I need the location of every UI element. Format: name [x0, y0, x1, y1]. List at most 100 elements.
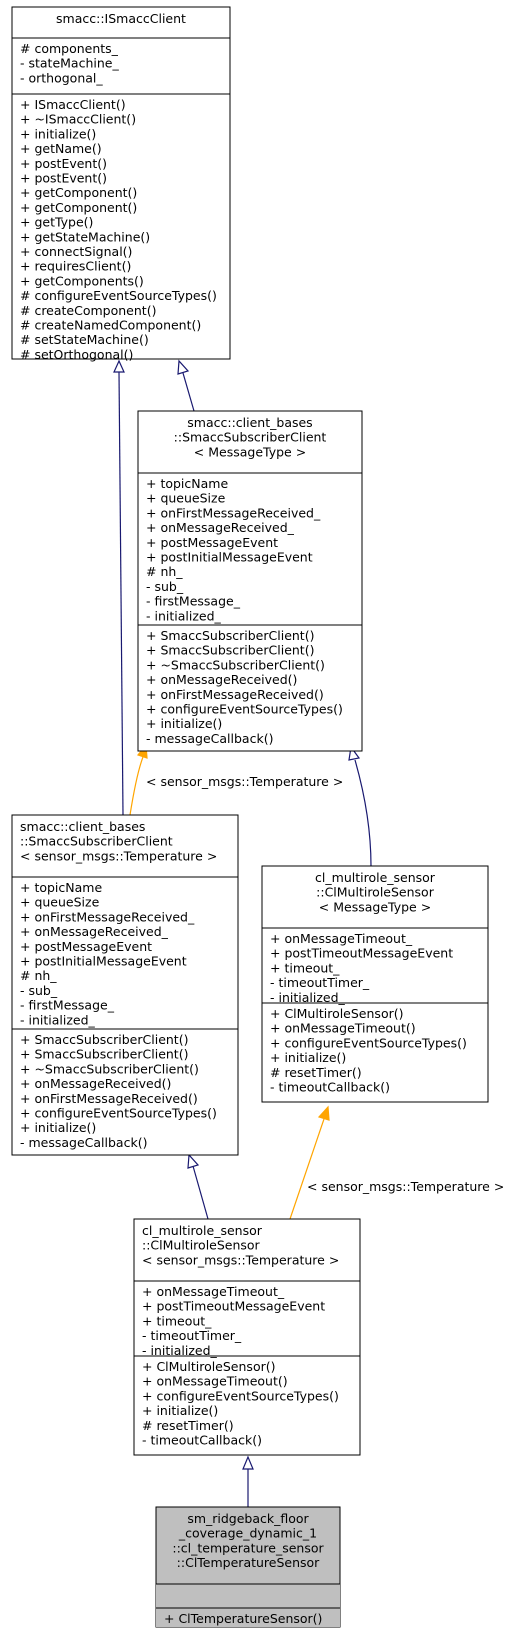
class-method: + SmaccSubscriberClient()	[20, 1032, 188, 1047]
class-method: + onMessageReceived()	[20, 1076, 171, 1091]
class-title-line: sm_ridgeback_floor	[187, 1511, 309, 1526]
class-title-line: ::cl_temperature_sensor	[172, 1540, 324, 1555]
class-method: + getComponent()	[20, 185, 137, 200]
class-title-line: < MessageType >	[194, 444, 306, 459]
inheritance-edge-multirole-temperature	[192, 1165, 209, 1220]
class-method: + onMessageTimeout()	[270, 1021, 416, 1036]
class-title-line: smacc::client_bases	[20, 819, 145, 834]
class-box-multirole-temperature[interactable]: cl_multirole_sensor::ClMultiroleSensor< …	[133, 1218, 361, 1456]
class-method: + postEvent()	[20, 171, 107, 186]
class-method: + SmaccSubscriberClient()	[146, 643, 314, 658]
class-box-ismacc-client[interactable]: smacc::ISmaccClient# components_- stateM…	[11, 6, 231, 362]
class-method: - messageCallback()	[20, 1135, 147, 1150]
class-title-line: cl_multirole_sensor	[142, 1223, 263, 1238]
class-method: # setStateMachine()	[20, 332, 149, 347]
class-attribute: + onMessageTimeout_	[270, 931, 413, 946]
inheritance-arrowhead-icon	[113, 359, 125, 373]
class-box-frame	[137, 410, 363, 752]
class-attribute: + onMessageTimeout_	[142, 1284, 285, 1299]
class-method: + onMessageTimeout()	[142, 1374, 288, 1389]
class-attribute: + timeout_	[142, 1313, 212, 1328]
class-method: + ~SmaccSubscriberClient()	[20, 1061, 199, 1076]
class-method: + configureEventSourceTypes()	[270, 1035, 467, 1050]
class-method: # resetTimer()	[142, 1418, 234, 1433]
class-method: + initialize()	[142, 1403, 218, 1418]
inheritance-edge-subscriber-temperature	[118, 371, 124, 816]
class-attribute: + postTimeoutMessageEvent	[270, 946, 453, 961]
class-title-line: ::ClMultiroleSensor	[316, 885, 435, 900]
class-attribute: - timeoutTimer_	[270, 975, 370, 990]
class-title-line: < sensor_msgs::Temperature >	[142, 1252, 339, 1267]
class-box-frame	[11, 814, 239, 1156]
class-attribute: + postInitialMessageEvent	[146, 550, 313, 565]
class-box-frame	[133, 1218, 361, 1456]
inheritance-arrowhead-icon	[242, 1455, 254, 1470]
template-binding-edge-subscriber	[129, 756, 144, 816]
class-method: + postEvent()	[20, 156, 107, 171]
class-attribute: - firstMessage_	[146, 594, 241, 609]
class-method: + initialize()	[270, 1050, 346, 1065]
class-method: - timeoutCallback()	[142, 1433, 262, 1448]
class-attribute: # nh_	[146, 564, 183, 579]
class-attribute: - initialized_	[142, 1343, 218, 1358]
class-method: + configureEventSourceTypes()	[142, 1388, 339, 1403]
class-title-line: ::SmaccSubscriberClient	[174, 430, 327, 445]
class-attribute: + topicName	[146, 476, 228, 491]
class-method: + ClMultiroleSensor()	[270, 1006, 403, 1021]
class-box-frame	[261, 865, 489, 1103]
class-method: + onFirstMessageReceived()	[146, 687, 324, 702]
inheritance-arrowhead-icon	[177, 359, 190, 375]
class-attribute: + onFirstMessageReceived_	[20, 909, 195, 924]
class-method: # createComponent()	[20, 303, 156, 318]
inheritance-edge-subscriber-template	[182, 372, 195, 412]
class-attribute: - sub_	[146, 579, 184, 594]
class-method: + connectSignal()	[20, 244, 132, 259]
class-title-line: ::SmaccSubscriberClient	[20, 834, 173, 849]
class-method: + initialize()	[20, 1120, 96, 1135]
class-method: - timeoutCallback()	[270, 1080, 390, 1095]
class-method: + ~SmaccSubscriberClient()	[146, 657, 325, 672]
class-attribute: + topicName	[20, 880, 102, 895]
class-attribute: + postMessageEvent	[20, 939, 152, 954]
class-attribute: - stateMachine_	[20, 56, 119, 71]
class-method: + getComponent()	[20, 200, 137, 215]
class-method: + ClTemperatureSensor()	[164, 1611, 322, 1626]
class-method: + getType()	[20, 215, 93, 230]
edge-label-multirole-binding: < sensor_msgs::Temperature >	[307, 1179, 504, 1194]
class-attribute: - initialized_	[146, 608, 222, 623]
class-box-subscriber-template[interactable]: smacc::client_bases::SmaccSubscriberClie…	[137, 410, 363, 752]
class-method: # setOrthogonal()	[20, 347, 133, 362]
class-attribute: + onMessageReceived_	[146, 520, 295, 535]
class-title-line: ::ClMultiroleSensor	[142, 1238, 261, 1253]
class-attribute: # nh_	[20, 968, 57, 983]
class-method: + configureEventSourceTypes()	[20, 1106, 217, 1121]
edge-label-subscriber-binding: < sensor_msgs::Temperature >	[146, 774, 343, 789]
class-box-subscriber-temperature[interactable]: smacc::client_bases::SmaccSubscriberClie…	[11, 814, 239, 1156]
class-attribute: - orthogonal_	[20, 70, 103, 85]
class-method: - messageCallback()	[146, 731, 273, 746]
class-box-temperature-sensor[interactable]: sm_ridgeback_floor_coverage_dynamic_1::c…	[155, 1506, 341, 1628]
class-method: # configureEventSourceTypes()	[20, 288, 217, 303]
class-title-line: ::ClTemperatureSensor	[177, 1555, 321, 1570]
class-method: + requiresClient()	[20, 259, 131, 274]
class-attribute: - timeoutTimer_	[142, 1328, 242, 1343]
class-attribute: - firstMessage_	[20, 998, 115, 1013]
class-title-line: < sensor_msgs::Temperature >	[20, 848, 217, 863]
class-attribute: + onFirstMessageReceived_	[146, 505, 321, 520]
inheritance-edge-multirole-template	[354, 759, 372, 867]
class-method: + configureEventSourceTypes()	[146, 702, 343, 717]
class-attribute: - sub_	[20, 983, 58, 998]
class-attribute: + queueSize	[146, 491, 226, 506]
class-attribute: + queueSize	[20, 895, 100, 910]
class-box-multirole-template[interactable]: cl_multirole_sensor::ClMultiroleSensor< …	[261, 865, 489, 1103]
class-title-line: smacc::client_bases	[187, 415, 312, 430]
class-method: + onMessageReceived()	[146, 672, 297, 687]
class-attribute: + postMessageEvent	[146, 535, 278, 550]
class-box-frame	[11, 6, 231, 360]
class-method: # createNamedComponent()	[20, 318, 201, 333]
class-title-line: < MessageType >	[319, 899, 431, 914]
inheritance-arrowhead-icon	[187, 1153, 200, 1169]
class-method: + getStateMachine()	[20, 229, 150, 244]
class-method: + getName()	[20, 141, 102, 156]
